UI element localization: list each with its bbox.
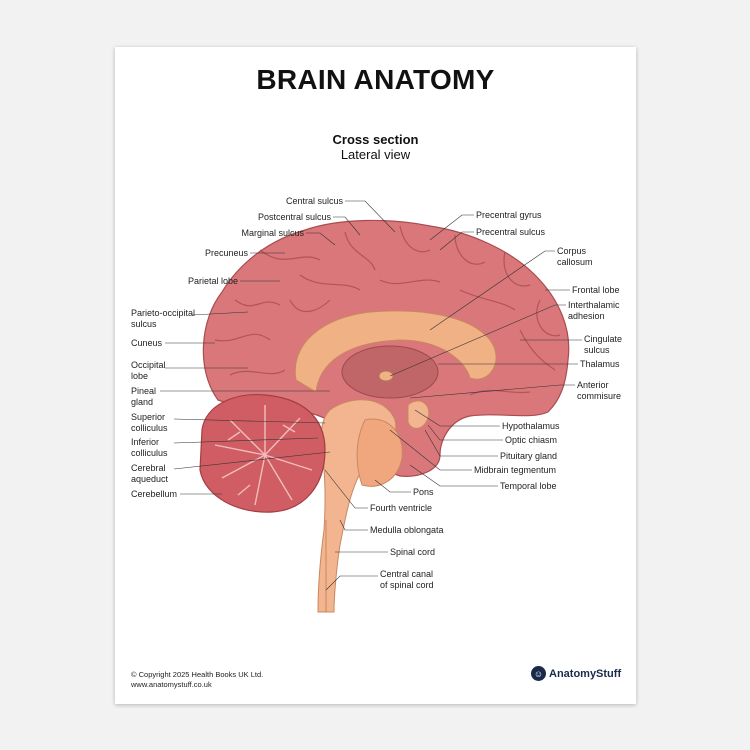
label-thalamus: Thalamus	[580, 359, 620, 369]
labels-left: Central sulcus Postcentral sulcus Margin…	[131, 196, 343, 499]
brand-name: AnatomyStuff	[549, 667, 622, 680]
label-inferior-colliculus-2: colliculus	[131, 448, 168, 458]
label-medulla-oblongata: Medulla oblongata	[370, 525, 444, 535]
label-precentral-gyrus: Precentral gyrus	[476, 210, 542, 220]
label-marginal-sulcus: Marginal sulcus	[241, 228, 304, 238]
label-superior-colliculus: Superior	[131, 412, 165, 422]
label-interthalamic-adhesion: Interthalamic	[568, 300, 620, 310]
label-central-canal-2: of spinal cord	[380, 580, 434, 590]
gyri-lines	[214, 225, 561, 396]
label-cerebral-aqueduct: Cerebral	[131, 463, 166, 473]
interthalamic-adhesion	[378, 370, 394, 382]
label-cerebellum: Cerebellum	[131, 489, 177, 499]
label-parieto-occipital-sulcus: Parieto-occipital	[131, 308, 195, 318]
label-anterior-commisure-2: commisure	[577, 391, 621, 401]
label-central-canal: Central canal	[380, 569, 433, 579]
label-pituitary-gland: Pituitary gland	[500, 451, 557, 461]
brand-logo: ☺ AnatomyStuff	[531, 666, 621, 681]
label-central-sulcus: Central sulcus	[286, 196, 344, 206]
view-label: Lateral view	[340, 147, 411, 162]
label-temporal-lobe: Temporal lobe	[500, 481, 557, 491]
label-optic-chiasm: Optic chiasm	[505, 435, 557, 445]
label-interthalamic-adhesion-2: adhesion	[568, 311, 605, 321]
subtitle: Cross section	[332, 132, 419, 147]
label-cingulate-sulcus-2: sulcus	[584, 345, 610, 355]
label-pineal-gland-2: gland	[131, 397, 153, 407]
labels-right: Precentral gyrus Precentral sulcus Corpu…	[474, 210, 622, 491]
label-anterior-commisure: Anterior	[577, 380, 609, 390]
copyright-text: © Copyright 2025 Health Books UK Ltd.	[131, 670, 264, 679]
leader-lines	[160, 200, 582, 591]
label-corpus-callosum: Corpus	[557, 246, 587, 256]
label-spinal-cord: Spinal cord	[390, 547, 435, 557]
label-precuneus: Precuneus	[205, 248, 249, 258]
label-occipital-lobe: Occipital	[131, 360, 166, 370]
label-precentral-sulcus: Precentral sulcus	[476, 227, 546, 237]
labels-bottom: Pons Fourth ventricle Medulla oblongata …	[370, 487, 444, 590]
label-pons: Pons	[413, 487, 434, 497]
footer-copyright: © Copyright 2025 Health Books UK Ltd. ww…	[131, 670, 263, 690]
cerebellum	[199, 393, 326, 513]
website-link[interactable]: www.anatomystuff.co.uk	[131, 680, 212, 689]
pons	[356, 418, 403, 487]
label-pineal-gland: Pineal	[131, 386, 156, 396]
label-frontal-lobe: Frontal lobe	[572, 285, 620, 295]
label-cuneus: Cuneus	[131, 338, 163, 348]
head-icon: ☺	[531, 666, 546, 681]
label-superior-colliculus-2: colliculus	[131, 423, 168, 433]
label-parietal-lobe: Parietal lobe	[188, 276, 238, 286]
corpus-callosum	[294, 310, 497, 393]
label-corpus-callosum-2: callosum	[557, 257, 593, 267]
label-parieto-occipital-sulcus-2: sulcus	[131, 319, 157, 329]
label-inferior-colliculus: Inferior	[131, 437, 159, 447]
label-cingulate-sulcus: Cingulate	[584, 334, 622, 344]
page-title: BRAIN ANATOMY	[256, 64, 495, 95]
label-postcentral-sulcus: Postcentral sulcus	[258, 212, 332, 222]
label-midbrain-tegmentum: Midbrain tegmentum	[474, 465, 556, 475]
label-occipital-lobe-2: lobe	[131, 371, 148, 381]
label-fourth-ventricle: Fourth ventricle	[370, 503, 432, 513]
label-hypothalamus: Hypothalamus	[502, 421, 560, 431]
label-cerebral-aqueduct-2: aqueduct	[131, 474, 169, 484]
